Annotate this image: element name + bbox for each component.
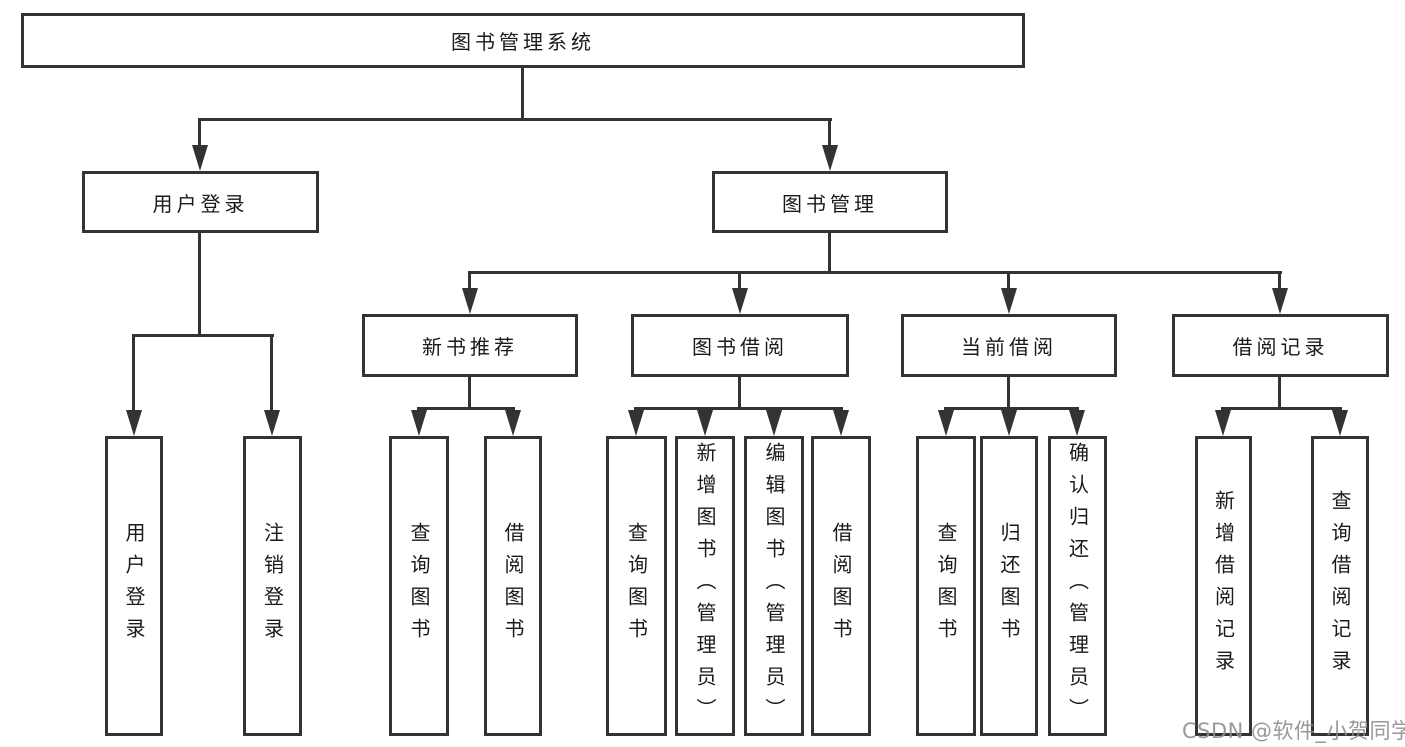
connector-to-user-login	[198, 118, 201, 148]
leaf-borrow-book-1-label: 借阅图书	[501, 522, 525, 650]
connector-to-new-book-recommend	[468, 271, 471, 293]
arrow-down-icon	[192, 145, 208, 171]
connector-to-book-borrow	[738, 271, 741, 293]
node-library-system: 图书管理系统	[21, 13, 1025, 68]
arrow-down-icon	[462, 288, 478, 314]
arrow-down-icon	[1332, 410, 1348, 436]
connector-borrow-records-stem	[1278, 377, 1281, 409]
leaf-edit-book-admin-label: 编辑图书（管理员）	[762, 442, 786, 730]
leaf-query-book-1-label: 查询图书	[407, 522, 431, 650]
arrow-down-icon	[1215, 410, 1231, 436]
connector-book-borrow-stem	[738, 377, 741, 409]
leaf-borrow-book-2: 借阅图书	[811, 436, 871, 736]
connector-new-book-rail	[417, 407, 515, 410]
node-borrow-records: 借阅记录	[1172, 314, 1389, 377]
leaf-return-book-label: 归还图书	[997, 522, 1021, 650]
leaf-borrow-book-2-label: 借阅图书	[829, 522, 853, 650]
connector-to-leaf-logout	[270, 334, 273, 412]
leaf-edit-book-admin: 编辑图书（管理员）	[744, 436, 804, 736]
node-book-management: 图书管理	[712, 171, 948, 233]
leaf-confirm-return-admin: 确认归还（管理员）	[1048, 436, 1107, 736]
watermark-csdn: CSDN @软件_小贺同学	[1182, 719, 1405, 743]
arrow-down-icon	[822, 145, 838, 171]
arrow-down-icon	[766, 410, 782, 436]
connector-user-login-stem	[198, 233, 201, 336]
arrow-down-icon	[505, 410, 521, 436]
leaf-query-book-3: 查询图书	[916, 436, 976, 736]
connector-book-mgmt-stem	[828, 233, 831, 273]
node-current-borrow: 当前借阅	[901, 314, 1117, 377]
connector-root-stem	[521, 68, 524, 120]
connector-borrow-records-rail	[1221, 407, 1342, 410]
leaf-query-borrow-record-label: 查询借阅记录	[1328, 490, 1352, 682]
connector-to-current-borrow	[1007, 271, 1010, 293]
leaf-add-borrow-record: 新增借阅记录	[1195, 436, 1252, 736]
leaf-add-borrow-record-label: 新增借阅记录	[1211, 490, 1236, 682]
arrow-down-icon	[833, 410, 849, 436]
connector-to-book-management	[828, 118, 831, 148]
connector-user-login-rail	[132, 334, 274, 337]
leaf-confirm-return-admin-label: 确认归还（管理员）	[1065, 442, 1090, 730]
node-user-login: 用户登录	[82, 171, 319, 233]
leaf-add-book-admin: 新增图书（管理员）	[675, 436, 735, 736]
connector-book-mgmt-rail	[468, 271, 1282, 274]
arrow-down-icon	[732, 288, 748, 314]
connector-to-borrow-records	[1278, 271, 1281, 293]
arrow-down-icon	[697, 410, 713, 436]
connector-current-borrow-rail	[944, 407, 1079, 410]
connector-book-borrow-rail	[634, 407, 843, 410]
leaf-query-book-2-label: 查询图书	[624, 522, 649, 650]
leaf-query-book-2: 查询图书	[606, 436, 667, 736]
leaf-logout-label: 注销登录	[260, 522, 285, 650]
leaf-query-book-1: 查询图书	[389, 436, 449, 736]
arrow-down-icon	[1069, 410, 1085, 436]
node-book-borrow: 图书借阅	[631, 314, 849, 377]
arrow-down-icon	[411, 410, 427, 436]
leaf-user-login-label: 用户登录	[122, 522, 146, 650]
arrow-down-icon	[938, 410, 954, 436]
arrow-down-icon	[628, 410, 644, 436]
arrow-down-icon	[1001, 288, 1017, 314]
leaf-query-book-3-label: 查询图书	[934, 522, 958, 650]
arrow-down-icon	[1272, 288, 1288, 314]
connector-current-borrow-stem	[1007, 377, 1010, 409]
node-new-book-recommend: 新书推荐	[362, 314, 578, 377]
connector-to-leaf-user-login	[132, 334, 135, 412]
arrow-down-icon	[264, 410, 280, 436]
leaf-user-login: 用户登录	[105, 436, 163, 736]
connector-new-book-stem	[468, 377, 471, 409]
connector-root-rail	[198, 118, 832, 121]
leaf-return-book: 归还图书	[980, 436, 1038, 736]
leaf-logout: 注销登录	[243, 436, 302, 736]
leaf-add-book-admin-label: 新增图书（管理员）	[693, 442, 717, 730]
arrow-down-icon	[1001, 410, 1017, 436]
leaf-query-borrow-record: 查询借阅记录	[1311, 436, 1369, 736]
arrow-down-icon	[126, 410, 142, 436]
leaf-borrow-book-1: 借阅图书	[484, 436, 542, 736]
